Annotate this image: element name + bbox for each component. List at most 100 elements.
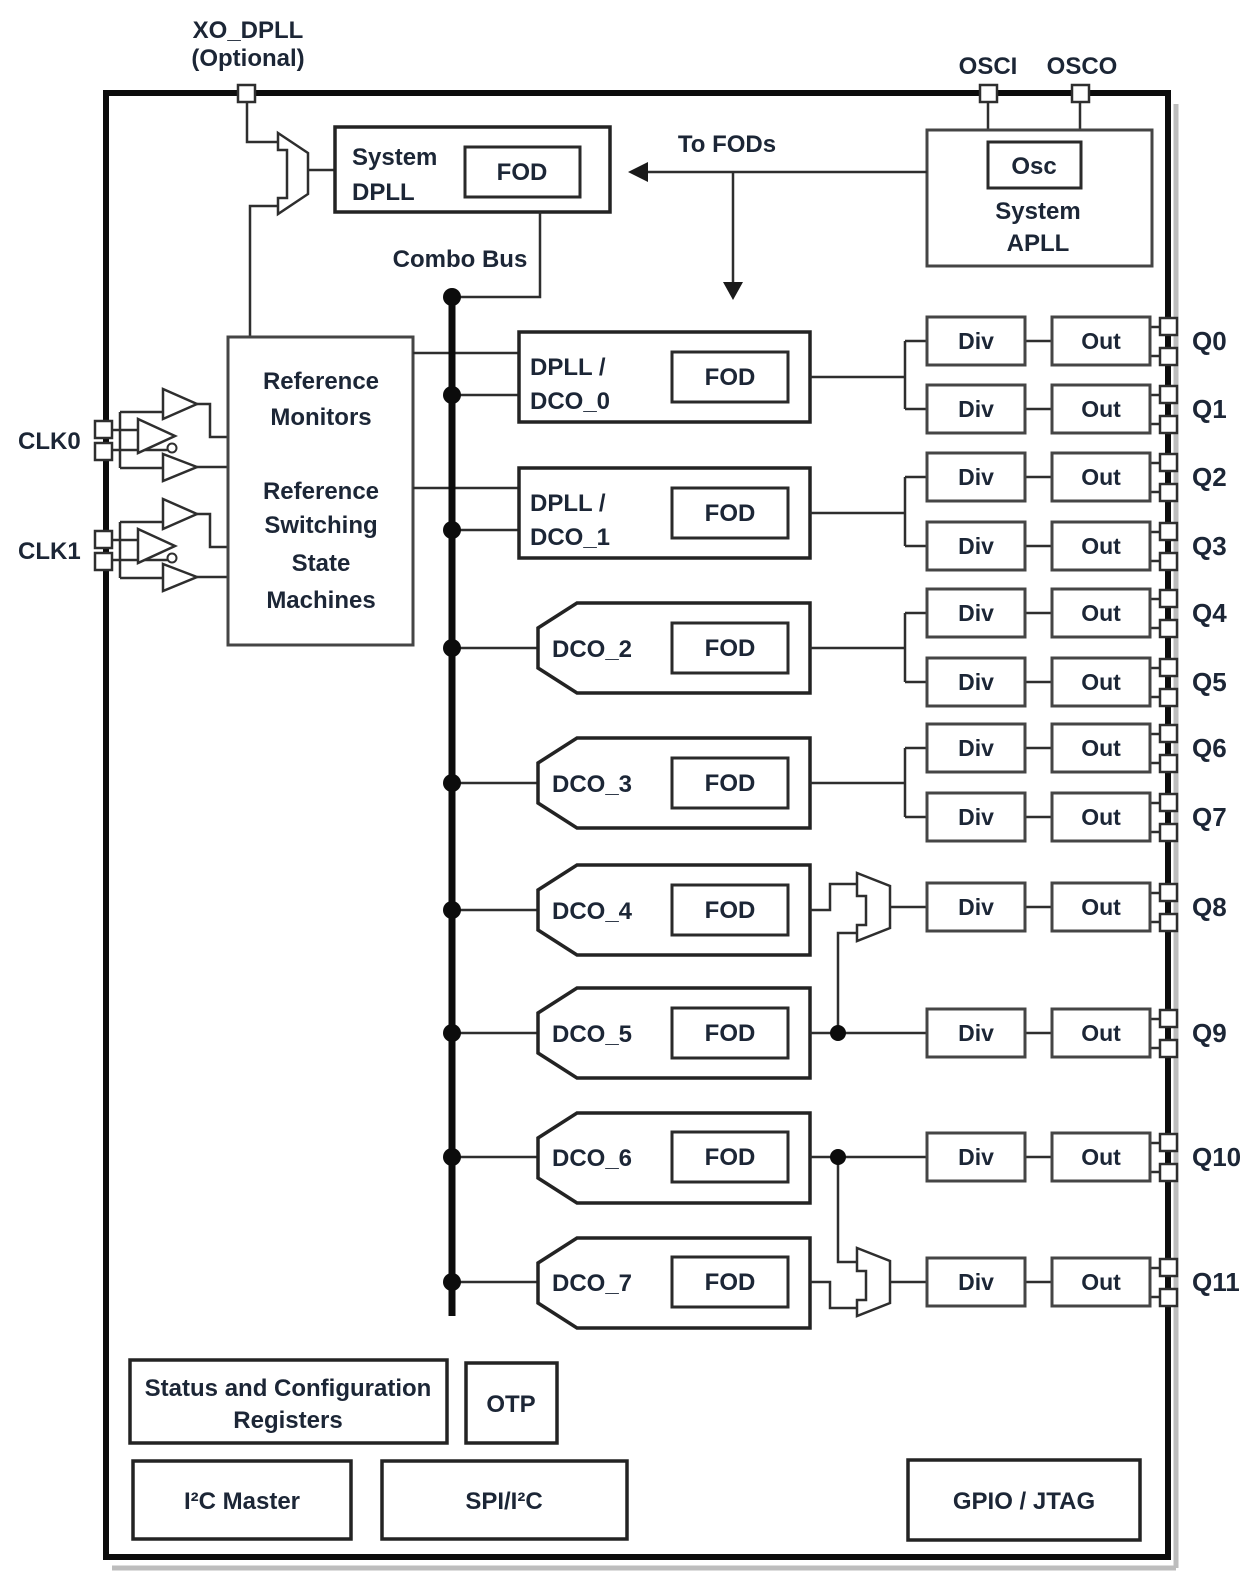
xo-dpll-pin bbox=[236, 83, 257, 104]
i2c-master-block bbox=[131, 1459, 353, 1541]
clk0-buffer-1 bbox=[161, 387, 201, 421]
channel-dco-3: DCO_3 FOD bbox=[536, 736, 812, 830]
output-row-q7: Div Out Q7 bbox=[925, 791, 1227, 843]
q11-label: Q11 bbox=[1192, 1267, 1240, 1297]
reference-label-0: Reference bbox=[263, 368, 379, 395]
output-pin bbox=[1158, 551, 1179, 572]
system-apll-label-line1: System bbox=[995, 198, 1080, 225]
channel-dpll-dco-1: DPLL / DCO_1 FOD bbox=[517, 466, 812, 560]
xo-dpll-wire bbox=[245, 102, 278, 144]
output-pin bbox=[1158, 521, 1179, 542]
system-dpll-label-line1: System bbox=[352, 144, 437, 171]
output-pin bbox=[1158, 316, 1179, 337]
channel-2-fod-box bbox=[670, 621, 790, 675]
div-box bbox=[925, 656, 1027, 708]
system-dpll-input-mux bbox=[276, 130, 310, 217]
out-box bbox=[1050, 656, 1152, 708]
output-row-q6: Div Out Q6 bbox=[925, 722, 1227, 774]
output-pin bbox=[1158, 882, 1179, 903]
output-pin bbox=[1158, 912, 1179, 933]
output-pin bbox=[1158, 753, 1179, 774]
xo-dpll-pin-label-line1: XO_DPLL bbox=[193, 17, 304, 44]
channel-5-fod-label: FOD bbox=[705, 1020, 756, 1047]
div-box bbox=[925, 315, 1027, 367]
reference-label-5: Machines bbox=[266, 587, 375, 614]
out-box bbox=[1050, 881, 1152, 933]
status-config-label-line1: Status and Configuration bbox=[145, 1375, 432, 1402]
q3-label: Q3 bbox=[1192, 531, 1227, 561]
channel-output-routing bbox=[810, 339, 927, 1318]
output-row-q2: Div Out Q2 bbox=[925, 451, 1227, 503]
channel-2-label: DCO_2 bbox=[552, 636, 632, 663]
output-pin bbox=[1158, 1162, 1179, 1183]
osco-pin bbox=[1070, 83, 1091, 104]
clk0-inverter-bubble bbox=[166, 442, 178, 454]
clk1-pin-p bbox=[93, 529, 114, 550]
reference-label-4: State bbox=[292, 550, 351, 577]
q8-label: Q8 bbox=[1192, 892, 1227, 922]
channel-dco-6: DCO_6 FOD bbox=[536, 1111, 812, 1205]
out-label: Out bbox=[1081, 328, 1121, 354]
status-config-registers-block bbox=[128, 1358, 449, 1445]
q4-label: Q4 bbox=[1192, 598, 1227, 628]
div-label: Div bbox=[958, 328, 994, 354]
clk1-buffer-2 bbox=[136, 527, 178, 565]
reference-block bbox=[226, 335, 415, 647]
clk0-buffer-3 bbox=[161, 452, 201, 483]
dco6-branch-dot bbox=[830, 1149, 846, 1165]
clk1-input-buffers bbox=[110, 497, 228, 593]
system-apll-section: Osc System APLL To FODs bbox=[628, 102, 1154, 300]
div-label: Div bbox=[958, 1020, 994, 1046]
otp-label: OTP bbox=[486, 1391, 535, 1418]
output-pin bbox=[1158, 384, 1179, 405]
channel-1-label-line2: DCO_1 bbox=[530, 524, 610, 551]
div-box bbox=[925, 587, 1027, 639]
reference-section: Reference Monitors Reference Switching S… bbox=[110, 335, 519, 647]
out-label: Out bbox=[1081, 894, 1121, 920]
channel-5-label: DCO_5 bbox=[552, 1021, 632, 1048]
bus-tap-wires bbox=[452, 393, 538, 1284]
otp-block bbox=[464, 1361, 559, 1445]
channel-3-fod-box bbox=[670, 756, 790, 810]
system-apll-block bbox=[925, 128, 1154, 268]
reference-label-3: Switching bbox=[264, 512, 377, 539]
clk1-inverter-bubble bbox=[166, 552, 178, 564]
channel-6-fod-box bbox=[670, 1130, 790, 1184]
clk0-pin-p bbox=[93, 419, 114, 440]
to-fods-left-arrowhead bbox=[628, 162, 648, 182]
output-pin bbox=[1158, 482, 1179, 503]
q0-label: Q0 bbox=[1192, 326, 1227, 356]
channel-dco-2: DCO_2 FOD bbox=[536, 601, 812, 695]
out-label: Out bbox=[1081, 1269, 1121, 1295]
output-row-q11: Div Out Q11 bbox=[925, 1256, 1240, 1308]
output-row-q0: Div Out Q0 bbox=[925, 315, 1227, 367]
channel-4-label: DCO_4 bbox=[552, 898, 633, 925]
q7-label: Q7 bbox=[1192, 802, 1227, 832]
to-fods-down-arrowhead bbox=[723, 282, 743, 300]
out-label: Out bbox=[1081, 464, 1121, 490]
q8-mux bbox=[855, 871, 892, 943]
div-box bbox=[925, 1256, 1027, 1308]
out-box bbox=[1050, 587, 1152, 639]
channel-0-label-line2: DCO_0 bbox=[530, 388, 610, 415]
bottom-blocks: Status and Configuration Registers OTP I… bbox=[128, 1358, 1142, 1542]
output-pin bbox=[1158, 792, 1179, 813]
channel-0-label-line1: DPLL / bbox=[530, 354, 606, 381]
status-config-label-line2: Registers bbox=[233, 1407, 342, 1434]
output-pin bbox=[1158, 452, 1179, 473]
out-box bbox=[1050, 1007, 1152, 1059]
channel-4-fod-label: FOD bbox=[705, 897, 756, 924]
output-row-q4: Div Out Q4 bbox=[925, 587, 1227, 639]
spi-i2c-label: SPI/I²C bbox=[465, 1488, 542, 1515]
div-label: Div bbox=[958, 894, 994, 920]
div-label: Div bbox=[958, 1269, 994, 1295]
div-box bbox=[925, 1131, 1027, 1183]
channel-0-fod-label: FOD bbox=[705, 364, 756, 391]
div-label: Div bbox=[958, 1144, 994, 1170]
channel-dco-4: DCO_4 FOD bbox=[536, 863, 812, 957]
q5-label: Q5 bbox=[1192, 667, 1227, 697]
output-row-q1: Div Out Q1 bbox=[925, 383, 1227, 435]
out-box bbox=[1050, 722, 1152, 774]
div-box bbox=[925, 1007, 1027, 1059]
